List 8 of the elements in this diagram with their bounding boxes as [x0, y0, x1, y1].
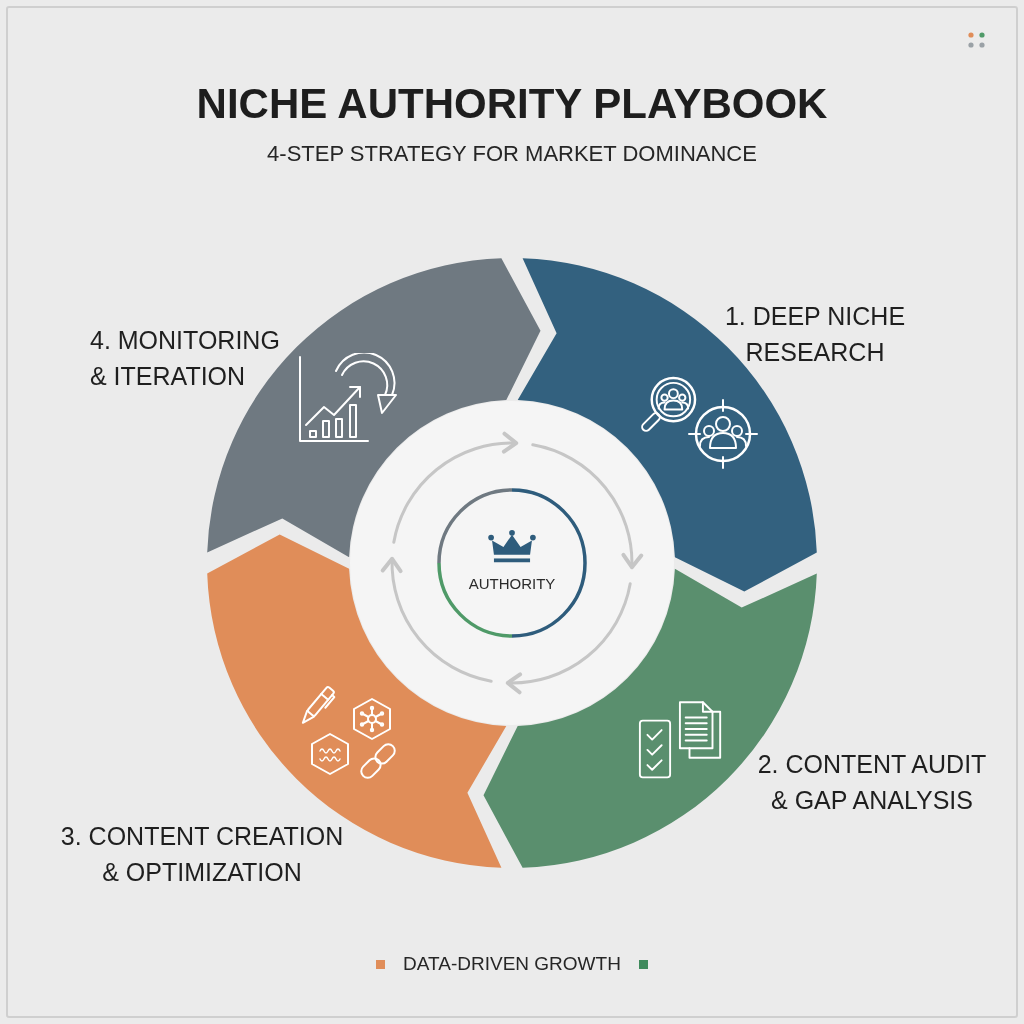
- footer-label: DATA-DRIVEN GROWTH: [403, 952, 621, 976]
- subtitle: 4-STEP STRATEGY FOR MARKET DOMINANCE: [267, 140, 757, 168]
- step-label: 1. DEEP NICHE RESEARCH: [723, 301, 907, 368]
- hub-label: AUTHORITY: [468, 575, 556, 593]
- title: NICHE AUTHORITY PLAYBOOK: [196, 80, 828, 128]
- step-label: 4. MONITORING & ITERATION: [90, 325, 281, 392]
- step-label: 2. CONTENT AUDIT & GAP ANALYSIS: [756, 749, 988, 816]
- step-label: 3. CONTENT CREATION & OPTIMIZATION: [59, 821, 345, 888]
